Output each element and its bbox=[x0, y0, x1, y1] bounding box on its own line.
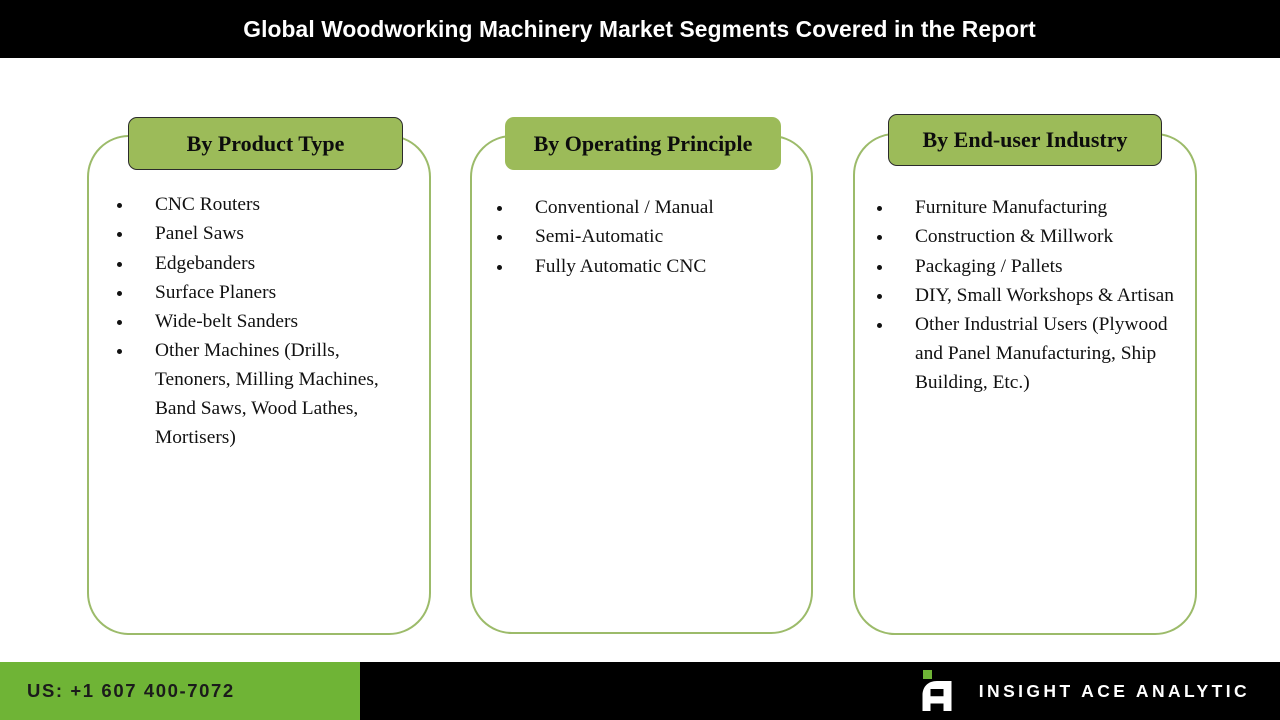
footer-contact-block: US: +1 607 400-7072 bbox=[0, 662, 360, 720]
list-item-label: Conventional / Manual bbox=[535, 197, 714, 218]
list-item-label: Edgebanders bbox=[155, 252, 256, 274]
list-item: Panel Saws bbox=[112, 220, 412, 249]
list-item: Conventional / Manual bbox=[492, 194, 792, 223]
bullet-dot-icon bbox=[117, 349, 122, 355]
bullet-dot-icon bbox=[497, 206, 502, 211]
segment-list-product-type: CNC Routers Panel Saws Edgebanders Surfa… bbox=[112, 191, 412, 453]
list-item: CNC Routers bbox=[112, 191, 412, 220]
list-item: Packaging / Pallets bbox=[872, 253, 1177, 282]
list-item: Edgebanders bbox=[112, 250, 412, 279]
segment-heading-label: By End-user Industry bbox=[922, 127, 1128, 152]
list-item-label: Surface Planers bbox=[155, 281, 277, 303]
list-item-label: Semi-Automatic bbox=[535, 226, 664, 248]
segment-heading-chip-operating-principle[interactable]: By Operating Principle bbox=[505, 117, 781, 170]
list-item: Other Industrial Users (Plywood and Pane… bbox=[872, 311, 1177, 397]
segment-heading-chip-end-user-industry[interactable]: By End-user Industry bbox=[888, 114, 1162, 166]
list-item-label: Packaging / Pallets bbox=[915, 255, 1063, 277]
list-item: Surface Planers bbox=[112, 279, 412, 308]
list-item-label: CNC Routers bbox=[155, 194, 261, 215]
list-item-label: Other Machines (Drills, Tenoners, Millin… bbox=[155, 340, 379, 448]
segment-heading-label: By Product Type bbox=[186, 130, 345, 156]
bullet-dot-icon bbox=[117, 203, 122, 208]
list-item-label: Wide-belt Sanders bbox=[155, 311, 298, 333]
segment-list-operating-principle: Conventional / Manual Semi-Automatic Ful… bbox=[492, 194, 792, 282]
list-item-label: Construction & Millwork bbox=[915, 226, 1114, 248]
list-item-label: Furniture Manufacturing bbox=[915, 197, 1108, 218]
list-item: Other Machines (Drills, Tenoners, Millin… bbox=[112, 337, 412, 452]
bullet-dot-icon bbox=[117, 261, 122, 267]
list-item: Wide-belt Sanders bbox=[112, 308, 412, 337]
segment-list-end-user-industry: Furniture Manufacturing Construction & M… bbox=[872, 194, 1177, 398]
bullet-dot-icon bbox=[877, 206, 882, 211]
list-item: Fully Automatic CNC bbox=[492, 253, 792, 282]
list-item: Construction & Millwork bbox=[872, 223, 1177, 252]
bullet-dot-icon bbox=[877, 235, 882, 241]
bullet-dot-icon bbox=[117, 320, 122, 326]
list-item-label: Panel Saws bbox=[155, 223, 244, 245]
page-title: Global Woodworking Machinery Market Segm… bbox=[243, 15, 1037, 42]
bullet-dot-icon bbox=[497, 235, 502, 241]
page-title-bar: Global Woodworking Machinery Market Segm… bbox=[0, 0, 1280, 58]
list-item: Semi-Automatic bbox=[492, 223, 792, 252]
footer-bar: US: +1 607 400-7072 INSIGHT ACE ANALYTIC bbox=[0, 662, 1280, 720]
list-item: Furniture Manufacturing bbox=[872, 194, 1177, 223]
bullet-dot-icon bbox=[877, 293, 882, 299]
bullet-dot-icon bbox=[877, 323, 882, 329]
list-item: DIY, Small Workshops & Artisan bbox=[872, 282, 1177, 311]
list-item-label: Fully Automatic CNC bbox=[535, 255, 707, 277]
bullet-dot-icon bbox=[497, 264, 502, 270]
list-item-label: Other Industrial Users (Plywood and Pane… bbox=[915, 314, 1168, 393]
list-item-label: DIY, Small Workshops & Artisan bbox=[915, 284, 1174, 306]
bullet-dot-icon bbox=[117, 290, 122, 296]
insightace-a-logo-icon bbox=[914, 668, 960, 714]
segment-heading-label: By Operating Principle bbox=[533, 130, 753, 156]
contact-phone[interactable]: US: +1 607 400-7072 bbox=[27, 680, 235, 701]
segments-stage: By Product Type CNC Routers Panel Saws E… bbox=[0, 58, 1280, 662]
brand-block: INSIGHT ACE ANALYTIC bbox=[914, 662, 1250, 720]
brand-name: INSIGHT ACE ANALYTIC bbox=[978, 680, 1250, 701]
bullet-dot-icon bbox=[877, 264, 882, 270]
bullet-dot-icon bbox=[117, 232, 122, 238]
segment-heading-chip-product-type[interactable]: By Product Type bbox=[128, 117, 403, 170]
